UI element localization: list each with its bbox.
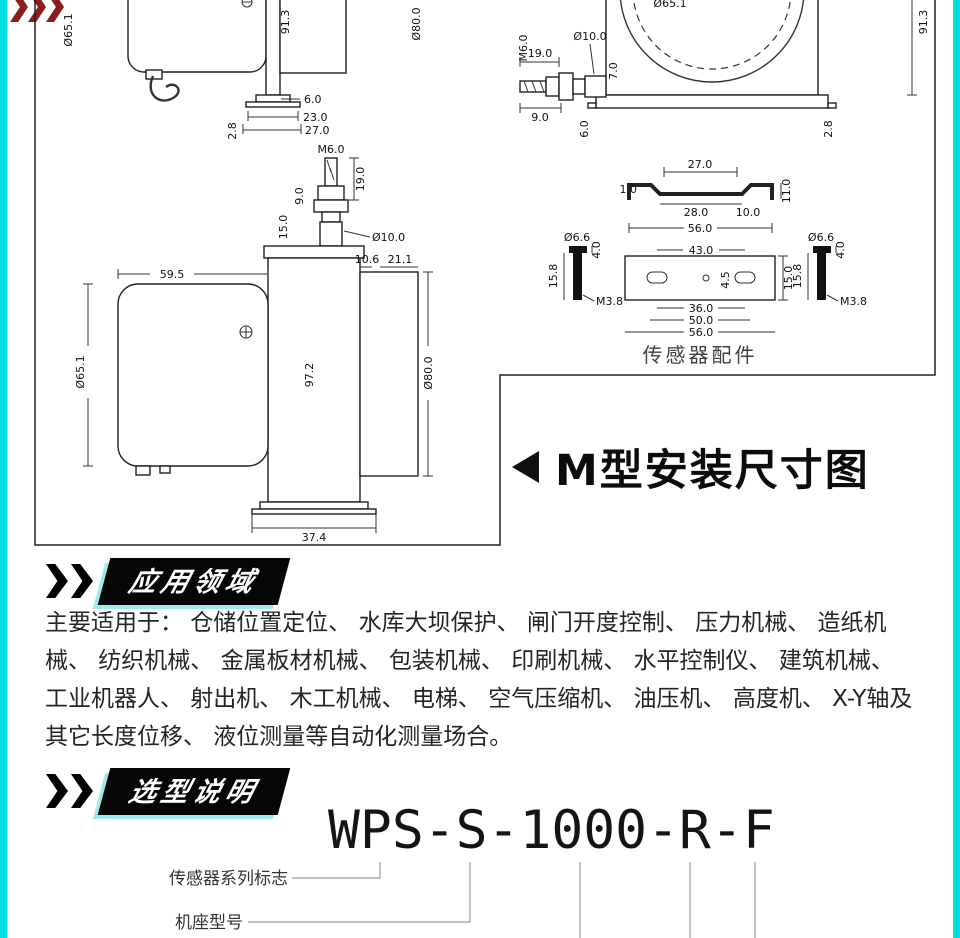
dim-label: 56.0 (688, 222, 713, 235)
chevron-right-icon (46, 564, 68, 598)
dim-label: 21.1 (388, 253, 413, 266)
dim-label: 15.8 (547, 264, 560, 289)
dim-label: 15.0 (277, 215, 290, 240)
application-body-text: 主要适用于： 仓储位置定位、 水库大坝保护、 闸门开度控制、 压力机械、 造纸机… (45, 610, 913, 750)
callout-label: 传感器系列标志 (169, 869, 288, 889)
dim-label: 37.4 (302, 531, 327, 544)
dim-label: 7.0 (607, 62, 620, 80)
dim-label: 4.0 (834, 241, 847, 259)
dim-label: 10.6 (355, 253, 380, 266)
dim-label: 28.0 (684, 206, 709, 219)
m-type-drawing: M6.0 19.0 9.0 15.0 Ø10.0 10.6 21.1 59.5 … (74, 143, 435, 544)
dim-label: 15.0 (782, 266, 795, 291)
side-view-drawing: Ø65.1 91.3 Ø80.0 6.0 23.0 27.0 2.8 (62, 0, 423, 140)
dim-label: 50.0 (689, 314, 714, 327)
dim-label: 91.3 (279, 10, 292, 35)
drawing-frame (34, 0, 936, 546)
dim-label: 2.8 (822, 120, 835, 138)
application-section-header: 应用领域 (46, 557, 291, 609)
pin-left: Ø6.6 4.0 15.8 M3.8 (547, 231, 623, 308)
dim-label: Ø6.6 (564, 231, 590, 244)
dim-label: M6.0 (517, 35, 530, 62)
dim-label: 15.8 (791, 264, 804, 289)
chevron-right-icon (46, 774, 68, 808)
dim-label: 36.0 (689, 302, 714, 315)
dim-label: 6.0 (578, 120, 591, 138)
dim-label: M3.8 (596, 295, 623, 308)
dim-label: 91.3 (917, 10, 930, 35)
dim-label: M6.0 (318, 143, 345, 156)
dim-label: 6.0 (304, 93, 322, 106)
dim-label: 23.0 (303, 111, 328, 124)
accessories-drawing: 27.0 1.0 28.0 10.0 11.0 56.0 Ø6.6 4.0 15… (547, 158, 867, 367)
model-code-callouts: 传感器系列标志 机座型号 (169, 862, 756, 938)
dim-label: M3.8 (840, 295, 867, 308)
dim-label: 19.0 (528, 47, 553, 60)
dim-label: 2.8 (226, 122, 239, 140)
dim-label: 43.0 (689, 244, 714, 257)
diagram-title-text: M型安装尺寸图 (555, 446, 870, 496)
dim-label: 59.5 (160, 268, 185, 281)
section-title: 应用领域 (97, 557, 291, 605)
section-banner: 应用领域 (92, 557, 291, 609)
pin-right: Ø6.6 4.0 15.8 M3.8 (791, 231, 867, 308)
dim-label: Ø10.0 (372, 231, 405, 244)
left-triangle-icon (512, 451, 539, 483)
diagram-title: M型安装尺寸图 (512, 436, 870, 498)
page-edge-right (953, 0, 960, 938)
chevron-right-icon (71, 564, 93, 598)
dim-label: Ø80.0 (410, 7, 423, 40)
section-banner: 选型说明 (92, 767, 291, 819)
model-code: WPS-S-1000-R-F (328, 800, 775, 861)
accessories-label: 传感器配件 (643, 343, 758, 367)
selection-section-header: 选型说明 (46, 767, 291, 819)
dim-label: 9.0 (531, 111, 549, 124)
dim-label: 4.0 (590, 241, 603, 259)
installation-drawings: Ø65.1 91.3 Ø80.0 6.0 23.0 27.0 2.8 (34, 0, 936, 546)
dim-label: Ø65.1 (74, 355, 87, 388)
dim-label: Ø6.6 (808, 231, 834, 244)
dim-label: 10.0 (736, 206, 761, 219)
dim-label: 9.0 (293, 187, 306, 205)
dim-label: Ø10.0 (573, 30, 606, 43)
dim-label: 56.0 (689, 326, 714, 339)
callout-label: 机座型号 (175, 913, 243, 933)
dim-label: 27.0 (688, 158, 713, 171)
page-edge-left (0, 0, 7, 938)
dim-label: 4.5 (719, 271, 732, 289)
chevron-right-icon (71, 774, 93, 808)
dim-label: 1.0 (620, 183, 638, 196)
mounting-plate: 43.0 4.5 15.0 36.0 50.0 56.0 (624, 244, 795, 339)
section-title: 选型说明 (97, 767, 291, 815)
dim-label: 97.2 (303, 363, 316, 388)
front-view-drawing: M6.0 19.0 Ø10.0 7.0 9.0 6.0 2.8 91.3 Ø65… (517, 0, 930, 138)
dim-label: Ø65.1 (62, 13, 75, 46)
dim-label: 27.0 (305, 124, 330, 137)
dim-label: 11.0 (780, 179, 793, 204)
dim-label: 19.0 (354, 167, 367, 192)
dim-label: Ø65.1 (653, 0, 686, 10)
dim-label: Ø80.0 (422, 356, 435, 389)
